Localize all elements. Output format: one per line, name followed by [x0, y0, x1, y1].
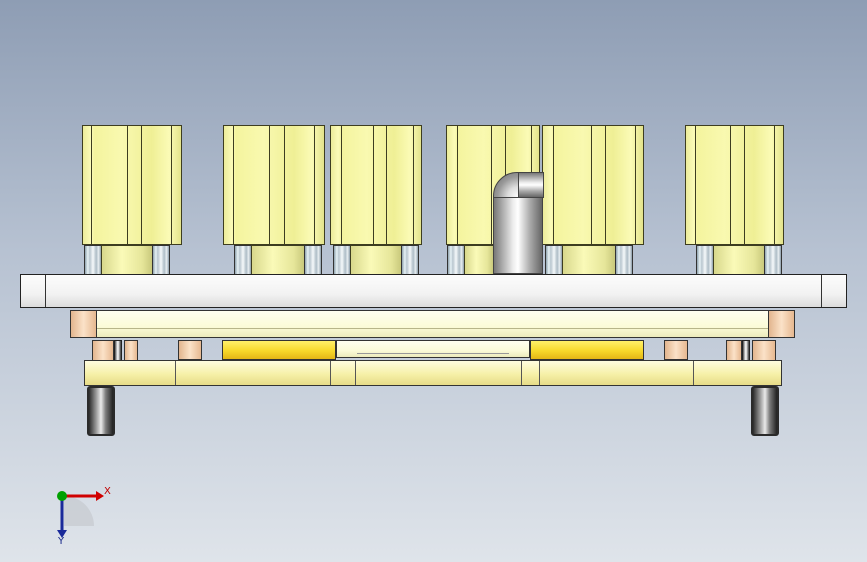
cylinder-1[interactable]: [82, 125, 182, 245]
collar-5-left: [545, 245, 563, 275]
top-plate[interactable]: [20, 274, 847, 308]
collar-6-left: [696, 245, 714, 275]
collar-5-right: [615, 245, 633, 275]
mid-plate-cap-right: [768, 310, 795, 338]
guide-post-left-2: [124, 340, 138, 362]
gold-block-right[interactable]: [530, 340, 644, 360]
axis-x-label: X: [104, 486, 111, 497]
foot-right[interactable]: [751, 386, 779, 436]
guide-post-left-1: [92, 340, 114, 362]
gold-block-left[interactable]: [222, 340, 336, 360]
collar-2-right: [304, 245, 322, 275]
collar-4-ring: [464, 245, 494, 275]
foot-left[interactable]: [87, 386, 115, 436]
spacer-right: [664, 340, 688, 360]
guide-post-right-1: [726, 340, 742, 362]
cylinder-5[interactable]: [542, 125, 644, 245]
collar-6-ring: [713, 245, 765, 275]
collar-2-left: [234, 245, 252, 275]
cylinder-2[interactable]: [223, 125, 325, 245]
cylinder-3[interactable]: [330, 125, 422, 245]
collar-3-right: [401, 245, 419, 275]
base-bar[interactable]: [84, 360, 782, 386]
elbow-fitting-vertical[interactable]: [493, 196, 543, 274]
elbow-fitting-horizontal: [518, 172, 544, 198]
collar-3-ring: [350, 245, 402, 275]
center-rail: [336, 340, 530, 358]
collar-1-left: [84, 245, 102, 275]
mid-plate-cap-left: [70, 310, 97, 338]
collar-5-ring: [562, 245, 616, 275]
guide-post-right-2: [752, 340, 776, 362]
collar-6-right: [764, 245, 782, 275]
coordinate-triad: X Y: [48, 480, 118, 550]
collar-3-left: [333, 245, 351, 275]
collar-1-right: [152, 245, 170, 275]
collar-1-ring: [101, 245, 153, 275]
collar-4-left: [447, 245, 465, 275]
guide-pin-right: [742, 340, 750, 362]
collar-2-ring: [251, 245, 305, 275]
axis-y-label: Y: [58, 536, 65, 547]
cylinder-6[interactable]: [685, 125, 784, 245]
guide-pin-left: [114, 340, 122, 362]
mid-plate[interactable]: [96, 310, 769, 338]
spacer-left: [178, 340, 202, 360]
